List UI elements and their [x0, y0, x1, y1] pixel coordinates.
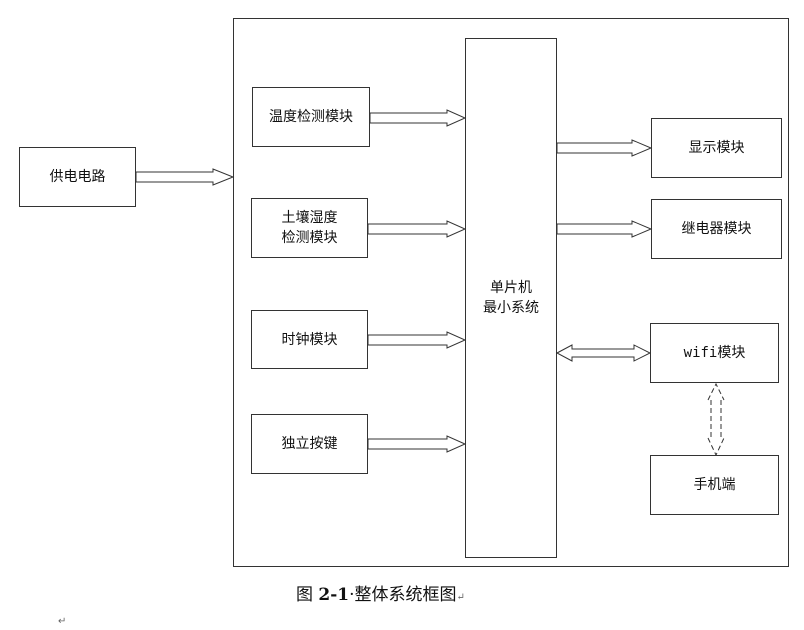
power-supply-block: 供电电路 — [19, 147, 136, 207]
temperature-module-label: 温度检测模块 — [269, 109, 353, 125]
caption-text: 整体系统框图 — [354, 585, 457, 605]
temperature-module-block: 温度检测模块 — [252, 87, 370, 147]
wifi-module-label: wifi模块 — [683, 345, 746, 361]
arrow-temperature-to-mcu — [369, 109, 467, 127]
caption-prefix: 图 — [296, 585, 319, 605]
soil-moisture-label-line2: 检测模块 — [281, 230, 338, 246]
wifi-module-block: wifi模块 — [650, 323, 779, 383]
arrow-mcu-to-relay — [556, 220, 653, 238]
caption-dot: · — [349, 585, 355, 605]
soil-moisture-label-line1: 土壤湿度 — [281, 210, 338, 226]
phone-terminal-label: 手机端 — [693, 477, 736, 493]
phone-terminal-block: 手机端 — [650, 455, 779, 515]
mcu-label-line1: 单片机 — [490, 280, 532, 296]
paragraph-return-mark: ↵ — [58, 616, 67, 627]
power-supply-label: 供电电路 — [49, 169, 106, 185]
display-module-label: 显示模块 — [688, 140, 745, 156]
arrow-power-to-system — [135, 168, 235, 186]
arrow-clock-to-mcu — [367, 331, 467, 349]
mcu-minimum-system-block: 单片机 最小系统 — [465, 38, 557, 558]
figure-caption: 图 2-1·整体系统框图↵ — [296, 580, 465, 605]
arrow-keys-to-mcu — [367, 435, 467, 453]
clock-module-label: 时钟模块 — [281, 331, 338, 348]
arrow-soil-to-mcu — [367, 220, 467, 238]
system-boundary-box — [233, 18, 789, 567]
independent-keys-label: 独立按键 — [281, 436, 338, 452]
mcu-label-line2: 最小系统 — [483, 300, 539, 316]
soil-moisture-module-block: 土壤湿度 检测模块 — [251, 198, 368, 258]
arrow-wifi-phone-dashed — [707, 382, 725, 457]
relay-module-label: 继电器模块 — [681, 221, 752, 237]
relay-module-block: 继电器模块 — [651, 199, 782, 259]
caption-return-mark: ↵ — [456, 592, 465, 603]
arrow-mcu-wifi-bidirectional — [555, 344, 652, 362]
arrow-mcu-to-display — [556, 139, 653, 157]
caption-number: 2-1 — [318, 585, 350, 605]
